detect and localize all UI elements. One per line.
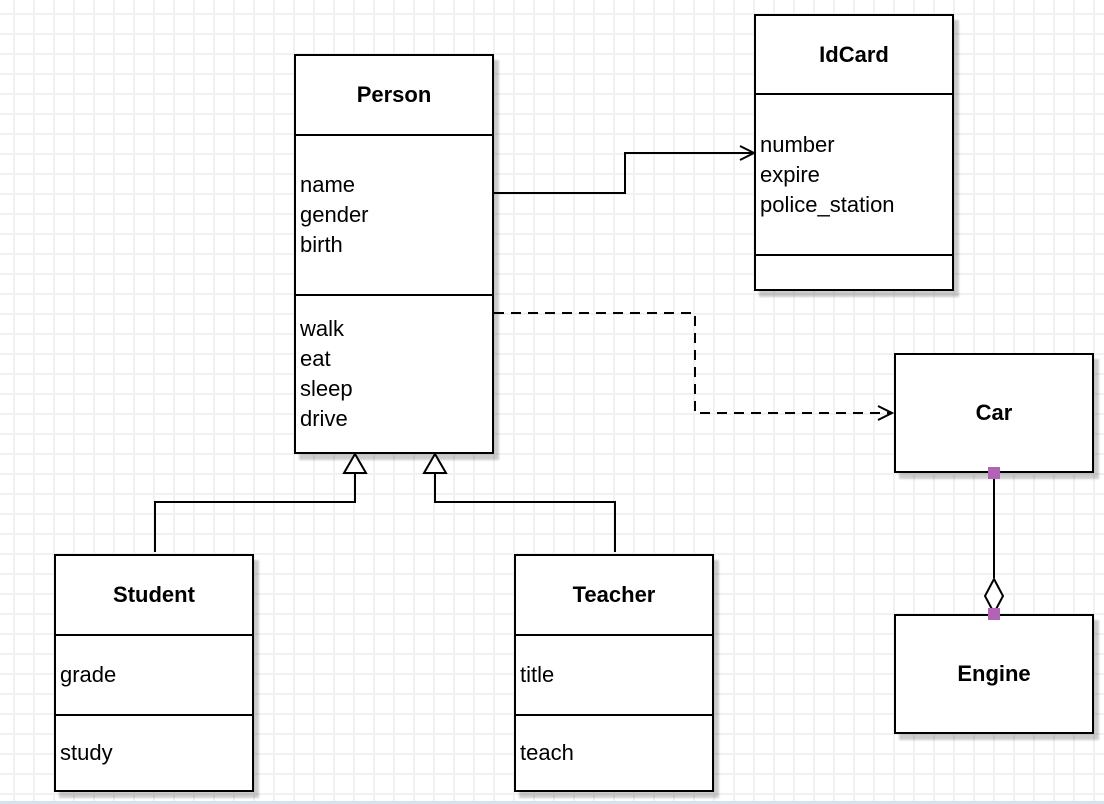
class-teacher-title: Teacher — [516, 556, 712, 636]
method: teach — [520, 740, 574, 765]
attribute: birth — [300, 232, 343, 257]
class-idcard-methods — [756, 256, 952, 289]
dependency-person-car[interactable] — [494, 312, 890, 414]
attribute: expire — [760, 161, 820, 187]
hollow-triangle-icon — [342, 452, 368, 474]
attribute: number — [760, 131, 835, 157]
method: drive — [300, 406, 348, 431]
class-idcard-attributes: number expire police_station — [756, 95, 952, 256]
open-arrow-icon — [739, 145, 757, 161]
class-car[interactable]: Car — [894, 353, 1094, 473]
class-student-methods: study — [56, 716, 252, 790]
method: walk — [300, 316, 345, 341]
class-person-methods: walk eat sleep drive — [296, 296, 492, 452]
open-arrow-icon — [877, 405, 895, 421]
attribute: grade — [60, 662, 117, 687]
association-person-idcard[interactable] — [494, 152, 752, 194]
class-student[interactable]: Student grade study — [54, 554, 254, 792]
class-idcard[interactable]: IdCard number expire police_station — [754, 14, 954, 291]
attribute: police_station — [760, 191, 895, 217]
class-car-title: Car — [975, 400, 1013, 425]
method: sleep — [300, 376, 353, 401]
attribute: gender — [300, 202, 369, 227]
method: eat — [300, 346, 331, 371]
generalization-teacher-person[interactable] — [434, 473, 616, 552]
method: study — [60, 740, 113, 765]
class-person-attributes: name gender birth — [296, 136, 492, 296]
class-engine[interactable]: Engine — [894, 614, 1094, 734]
attribute: title — [520, 662, 555, 687]
class-engine-title: Engine — [957, 661, 1031, 686]
class-teacher[interactable]: Teacher title teach — [514, 554, 714, 792]
class-idcard-title: IdCard — [756, 16, 952, 95]
class-teacher-methods: teach — [516, 716, 712, 790]
canvas-bottom-edge — [0, 801, 1104, 804]
class-person-title: Person — [296, 56, 492, 136]
hollow-diamond-icon — [983, 576, 1005, 616]
class-teacher-attributes: title — [516, 636, 712, 716]
class-person[interactable]: Person name gender birth walk eat sleep … — [294, 54, 494, 454]
hollow-triangle-icon — [422, 452, 448, 474]
generalization-student-person[interactable] — [154, 473, 356, 552]
class-student-title: Student — [56, 556, 252, 636]
class-student-attributes: grade — [56, 636, 252, 716]
attribute: name — [300, 172, 356, 197]
